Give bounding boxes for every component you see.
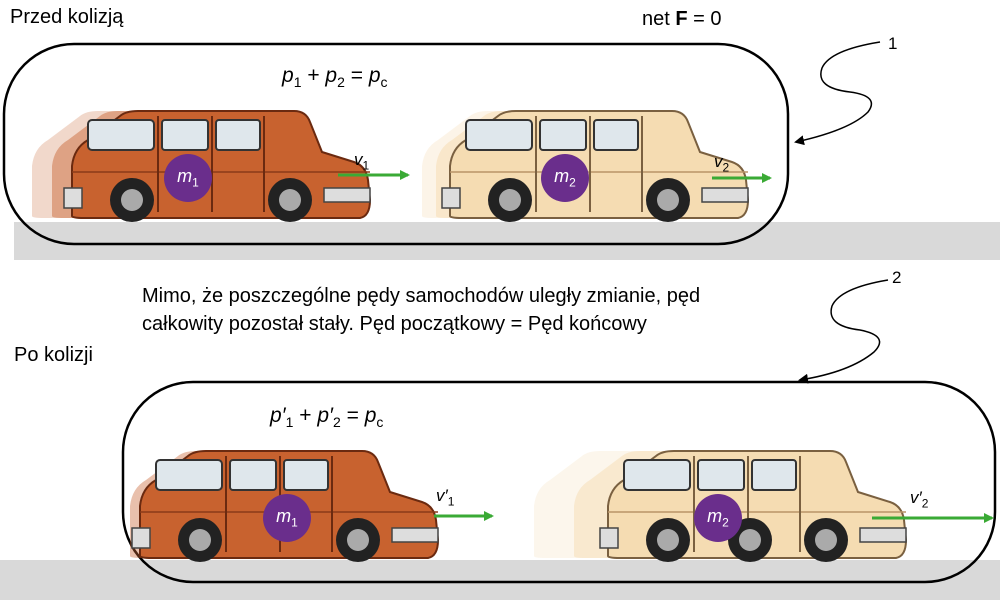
eq-after-subc: c [376, 414, 384, 431]
velocity-label-after-1: v′1 [436, 486, 454, 508]
mass-label-before-1: m1 [163, 166, 213, 190]
mass-before-2-sub: 2 [569, 175, 576, 190]
caption-line-2: całkowity pozostał stały. Pęd początkowy… [142, 313, 647, 335]
eq-before-subc: c [380, 74, 388, 91]
after-collision-label: Po kolizji [14, 344, 93, 366]
eq-before-sub1: 1 [293, 74, 302, 91]
eq-after-p2: p′ [317, 404, 333, 427]
mass-label-before-2: m2 [540, 166, 590, 190]
vel-after-1-v: v′ [436, 486, 448, 505]
eq-after-plus: + [293, 404, 318, 427]
mass-label-after-1: m1 [262, 506, 312, 530]
car1-after [131, 450, 439, 562]
momentum-equation-before: p1 + p2 = pc [282, 64, 388, 90]
before-frame [2, 42, 790, 246]
velocity-label-after-2: v′2 [910, 488, 928, 510]
callout-1-line [794, 41, 881, 146]
net-force-prefix: net [642, 8, 676, 30]
mass-circle-after-1 [263, 494, 311, 542]
mass-circle-before-2 [541, 154, 589, 202]
mass-circle-before-1 [164, 154, 212, 202]
ground-top [14, 222, 1000, 260]
velocity-label-before-2: v2 [714, 152, 729, 174]
mass-circle-after-2 [694, 494, 742, 542]
mass-after-1-m: m [276, 506, 292, 526]
eq-before-sub2: 2 [337, 74, 345, 91]
eq-after-pc: p [364, 404, 377, 427]
eq-after-p1: p′ [270, 404, 286, 427]
caption-line-1: Mimo, że poszczególne pędy samochodów ul… [142, 285, 701, 307]
mass-before-1-m: m [177, 166, 193, 186]
eq-after-sub1: 1 [285, 414, 294, 431]
eq-before-p2: p [325, 64, 338, 87]
vel-before-1-v: v [354, 150, 363, 169]
eq-before-equals: = [344, 64, 369, 87]
momentum-equation-after: p′1 + p′2 = pc [270, 404, 383, 430]
mass-after-2-m: m [707, 506, 723, 526]
callout-2-line [798, 279, 889, 384]
ground-bottom [0, 560, 1000, 600]
eq-before-p1: p [282, 64, 294, 87]
after-frame [121, 380, 997, 584]
vel-before-2-v: v [714, 152, 723, 171]
vel-after-2-v: v′ [910, 488, 922, 507]
velocity-label-before-1: v1 [354, 150, 369, 172]
mass-label-after-2: m2 [693, 506, 743, 530]
eq-before-pc: p [368, 64, 381, 87]
mass-before-1-sub: 1 [192, 175, 199, 190]
mass-after-2-sub: 2 [722, 515, 729, 530]
net-force-label: net F = 0 [642, 8, 722, 31]
car2-after [599, 450, 907, 562]
vel-before-2-sub: 2 [722, 160, 730, 175]
vel-after-2-sub: 2 [921, 496, 929, 511]
mass-before-2-m: m [554, 166, 570, 186]
eq-after-equals: = [340, 404, 365, 427]
callout-1-number: 1 [888, 34, 898, 53]
net-force-symbol: F [675, 8, 688, 30]
before-collision-label: Przed kolizją [10, 6, 124, 28]
mass-after-1-sub: 1 [291, 515, 298, 530]
vel-before-1-sub: 1 [362, 158, 370, 173]
eq-after-sub2: 2 [332, 414, 341, 431]
net-force-suffix: = 0 [687, 8, 722, 30]
vel-after-1-sub: 1 [447, 494, 455, 509]
callout-2-number: 2 [892, 268, 902, 287]
eq-before-plus: + [301, 64, 326, 87]
car2-before [441, 110, 749, 222]
car1-before [63, 110, 371, 222]
